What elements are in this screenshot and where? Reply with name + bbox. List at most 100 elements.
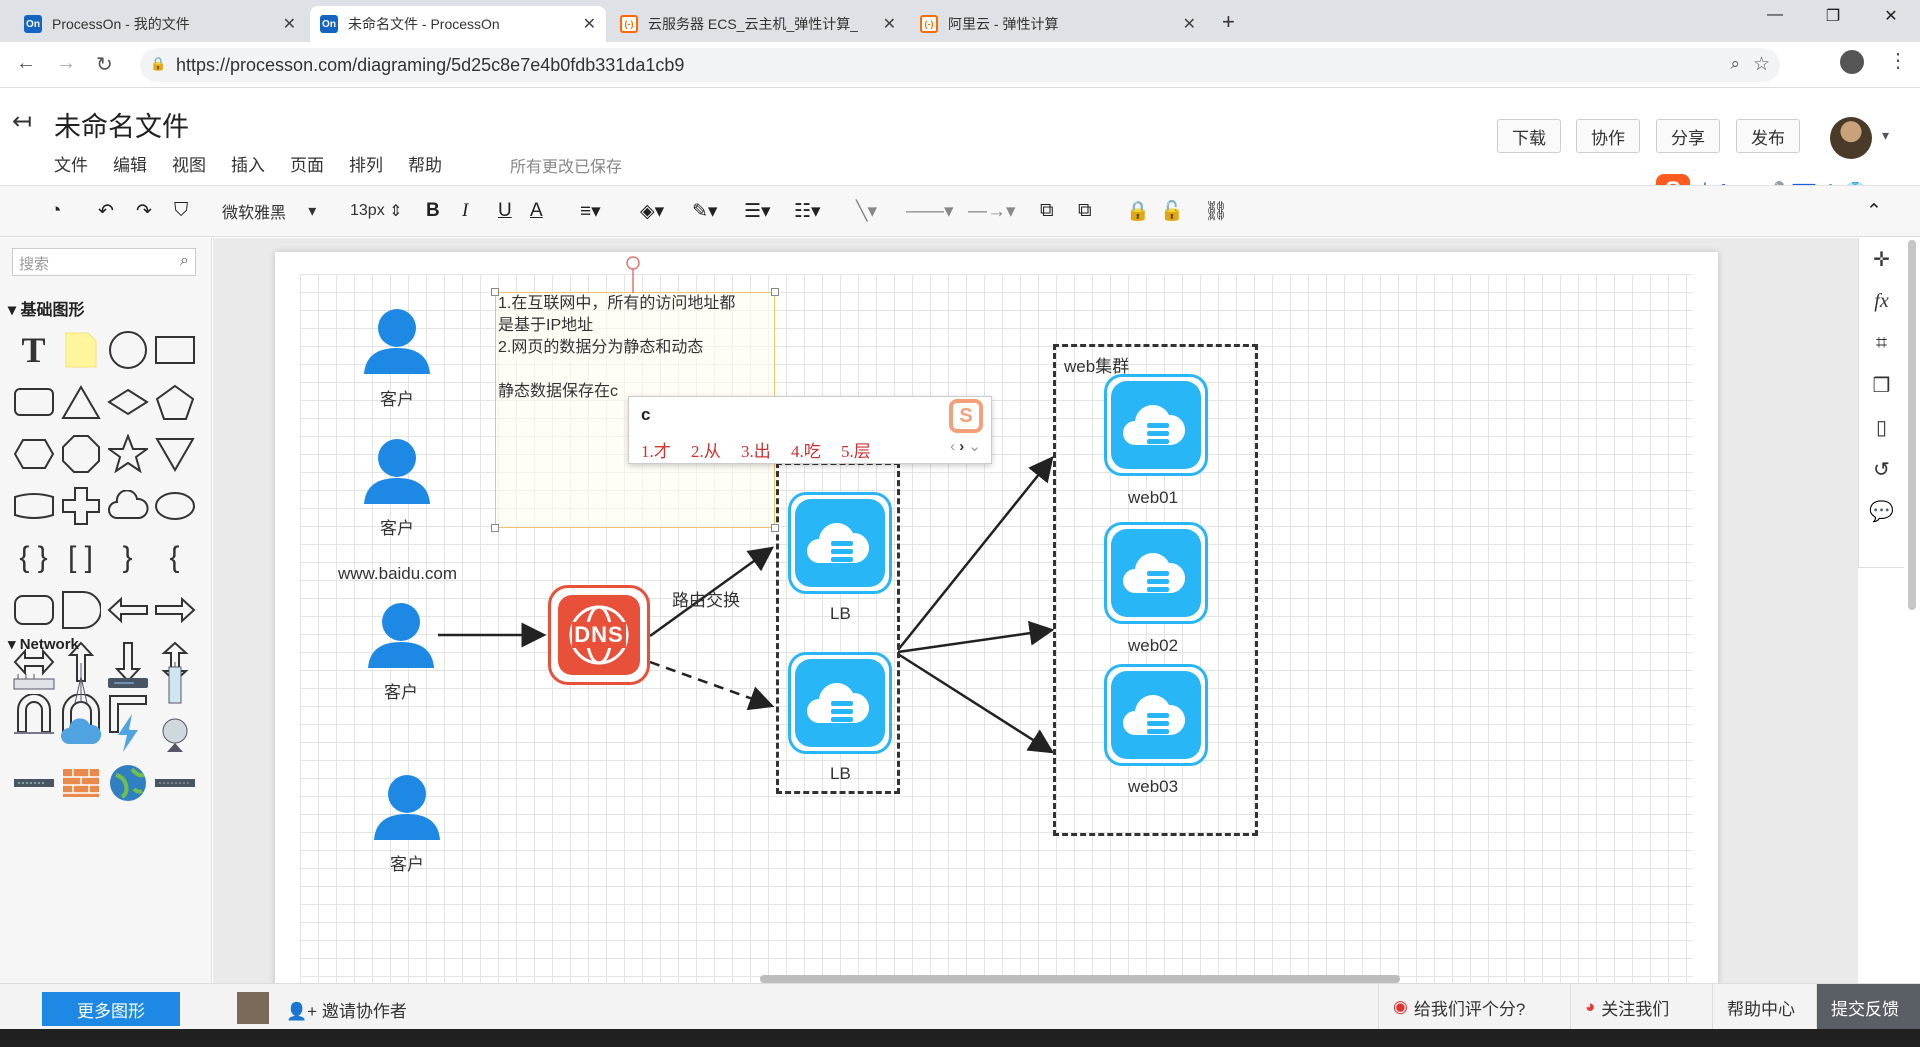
lock-icon[interactable]: 🔒: [1126, 201, 1150, 222]
line-width-icon[interactable]: ☰▾: [744, 200, 771, 222]
left-arrow-shape-icon[interactable]: [104, 584, 151, 636]
rotate-handle-icon[interactable]: [626, 256, 640, 294]
lightning-icon[interactable]: [104, 708, 151, 758]
ime-candidate-3[interactable]: 3.出: [741, 442, 771, 461]
note-shape-icon[interactable]: [57, 324, 104, 376]
pentagon-shape-icon[interactable]: [151, 376, 198, 428]
web-server-node-1[interactable]: [1104, 374, 1208, 476]
menu-help[interactable]: 帮助: [408, 156, 442, 175]
ime-candidate-1[interactable]: 1.才: [641, 442, 671, 461]
crop-icon[interactable]: ⌗: [1875, 331, 1888, 354]
brace-shape-icon[interactable]: { }: [19, 541, 48, 574]
reload-icon[interactable]: ↻: [96, 54, 113, 76]
document-icon[interactable]: ▯: [1875, 416, 1887, 439]
comment-icon[interactable]: 💬: [1869, 500, 1894, 523]
italic-button[interactable]: I: [462, 200, 469, 221]
resize-handle-ne[interactable]: [771, 288, 779, 296]
cloud-shape-icon[interactable]: [104, 480, 151, 532]
ime-candidate-2[interactable]: 2.从: [691, 442, 721, 461]
search-icon[interactable]: ⌕: [180, 252, 189, 269]
send-to-back-icon[interactable]: ⧉: [1078, 200, 1092, 221]
triangle-shape-icon[interactable]: [57, 376, 104, 428]
resize-handle-sw[interactable]: [491, 524, 499, 532]
more-shapes-button[interactable]: 更多图形: [42, 992, 180, 1026]
follow-us-button[interactable]: ◕关注我们: [1570, 984, 1683, 1030]
link-icon[interactable]: ⛓: [1204, 201, 1229, 222]
share-button[interactable]: 分享: [1656, 119, 1720, 153]
document-title[interactable]: 未命名文件: [54, 112, 189, 142]
card-shape-icon[interactable]: [10, 480, 57, 532]
corner-shape-icon[interactable]: [104, 688, 151, 740]
ellipse-shape-icon[interactable]: [151, 480, 198, 532]
resize-handle-se[interactable]: [771, 524, 779, 532]
fill-bucket-icon[interactable]: ◈▾: [640, 200, 665, 222]
tab-close-icon[interactable]: ✕: [882, 16, 896, 33]
client-person-icon[interactable]: [372, 774, 442, 844]
circle-shape-icon[interactable]: [104, 324, 151, 376]
diagram-page[interactable]: [275, 252, 1718, 983]
format-painter-icon[interactable]: ⛉: [174, 200, 189, 221]
star-shape-icon[interactable]: [104, 428, 151, 480]
hexagon-shape-icon[interactable]: [10, 428, 57, 480]
process-shape-icon[interactable]: [10, 584, 57, 636]
menu-edit[interactable]: 编辑: [113, 156, 147, 175]
redo-icon[interactable]: ↷: [136, 200, 152, 222]
antenna-tower-icon[interactable]: [57, 658, 104, 708]
page-layers-icon[interactable]: ❒: [1872, 374, 1891, 397]
u-turn-shape-icon[interactable]: [10, 688, 57, 740]
rectangle-shape-icon[interactable]: [151, 324, 198, 376]
bring-to-front-icon[interactable]: ⧉: [1040, 200, 1054, 221]
chevron-down-icon[interactable]: ▾: [1882, 127, 1890, 143]
web-server-node-3[interactable]: [1104, 664, 1208, 766]
font-size-select[interactable]: 13px ⇕: [350, 202, 403, 220]
undo-icon[interactable]: ↶: [98, 200, 114, 222]
lb-node-1[interactable]: [788, 492, 892, 594]
arch-shape-icon[interactable]: [57, 688, 104, 740]
new-tab-plus-icon[interactable]: +: [1222, 9, 1235, 34]
delay-shape-icon[interactable]: [57, 584, 104, 636]
rounded-rect-shape-icon[interactable]: [10, 376, 57, 428]
router-device-icon[interactable]: [104, 658, 151, 708]
ime-candidate-5[interactable]: 5.层: [841, 442, 871, 461]
globe-icon[interactable]: [104, 758, 151, 808]
collaborate-button[interactable]: 协作: [1576, 119, 1640, 153]
satellite-dish-icon[interactable]: [151, 708, 198, 758]
shape-style-icon[interactable]: ◔: [50, 200, 62, 221]
font-color-button[interactable]: A: [530, 200, 543, 221]
client-person-icon[interactable]: [362, 308, 432, 378]
url-text[interactable]: https://processon.com/diagraming/5d25c8e…: [176, 55, 685, 75]
ime-candidate-4[interactable]: 4.吃: [791, 442, 821, 461]
right-arrow-shape-icon[interactable]: [151, 584, 198, 636]
canvas-horizontal-scrollbar[interactable]: [760, 975, 1400, 983]
navigate-crosshair-icon[interactable]: ✛: [1873, 248, 1890, 271]
firewall-icon[interactable]: [57, 758, 104, 808]
line-start-icon[interactable]: ——▾: [906, 200, 954, 222]
cross-shape-icon[interactable]: [57, 480, 104, 532]
web-cluster-border[interactable]: [1053, 344, 1258, 836]
browser-tab-aliyun[interactable]: (-) 阿里云 - 弹性计算 ✕: [910, 6, 1206, 42]
line-style-icon[interactable]: ☷▾: [794, 200, 821, 222]
bold-button[interactable]: B: [426, 200, 440, 221]
user-avatar[interactable]: [1830, 117, 1872, 159]
omnibox[interactable]: 🔒 https://processon.com/diagraming/5d25c…: [140, 48, 1780, 82]
formula-icon[interactable]: fx: [1874, 289, 1889, 312]
tab-close-icon[interactable]: ✕: [582, 16, 596, 33]
resize-handle-nw[interactable]: [491, 288, 499, 296]
server-tower-icon[interactable]: [151, 658, 198, 708]
switch-device-icon[interactable]: [10, 658, 57, 708]
line-end-arrow-icon[interactable]: —→▾: [968, 200, 1016, 222]
left-brace-shape-icon[interactable]: {: [169, 541, 180, 574]
double-arrow-shape-icon[interactable]: [10, 636, 57, 688]
window-close-icon[interactable]: ✕: [1884, 8, 1898, 25]
font-family-select[interactable]: 微软雅黑 ▾: [222, 203, 317, 222]
history-icon[interactable]: ↺: [1873, 458, 1890, 481]
account-avatar-icon[interactable]: [1840, 50, 1864, 74]
browser-tab-processon-files[interactable]: On ProcessOn - 我的文件 ✕: [14, 6, 306, 42]
client-person-icon[interactable]: [366, 602, 436, 672]
unlock-icon[interactable]: 🔓: [1160, 201, 1184, 222]
right-brace-shape-icon[interactable]: }: [122, 541, 133, 574]
line-color-icon[interactable]: ✎▾: [692, 200, 718, 222]
octagon-shape-icon[interactable]: [57, 428, 104, 480]
connector-type-icon[interactable]: ╲▾: [856, 200, 877, 222]
browser-tab-untitled[interactable]: On 未命名文件 - ProcessOn ✕: [310, 6, 606, 42]
